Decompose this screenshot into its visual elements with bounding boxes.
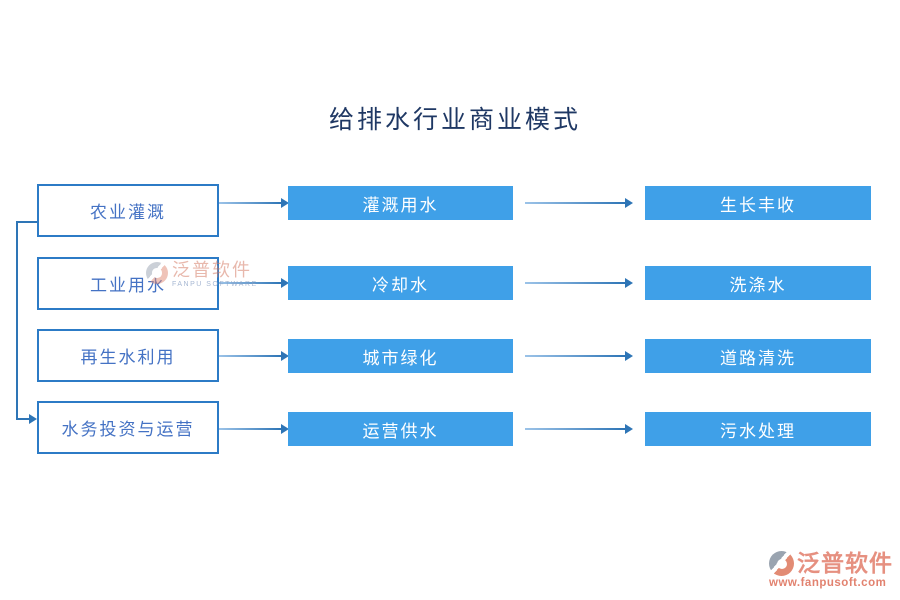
brand-website: www.fanpusoft.com	[769, 577, 887, 589]
arrow-source-to-product	[219, 198, 289, 208]
source-box-label: 工业用水	[90, 276, 166, 295]
product-box-label: 城市绿化	[362, 348, 439, 368]
source-box: 再生水利用	[37, 329, 219, 382]
arrow-source-to-product	[219, 351, 289, 361]
product-box-label: 运营供水	[362, 421, 439, 441]
product-box: 运营供水	[288, 412, 513, 446]
brand-logo: 泛普软件 www.fanpusoft.com	[769, 551, 893, 589]
outcome-box: 道路清洗	[645, 339, 871, 373]
outcome-box-label: 生长丰收	[720, 195, 796, 215]
source-box-label: 水务投资与运营	[61, 420, 195, 439]
fanpu-swirl-icon	[146, 262, 168, 284]
product-box: 城市绿化	[288, 339, 513, 373]
watermark-brand-en: FANPU SOFTWARE	[172, 281, 258, 288]
product-box-label: 灌溉用水	[362, 195, 439, 215]
source-box: 农业灌溉	[37, 184, 219, 237]
product-box-label: 冷却水	[372, 275, 429, 295]
fanpu-swirl-icon	[769, 551, 794, 576]
brand-name: 泛普软件	[797, 550, 893, 576]
watermark-text: 泛普软件 FANPU SOFTWARE	[172, 260, 258, 288]
page-title: 给排水行业商业模式	[328, 107, 581, 134]
arrow-product-to-outcome	[525, 278, 633, 288]
watermark-brand: 泛普软件	[172, 260, 252, 280]
arrow-product-to-outcome	[525, 198, 633, 208]
source-box-label: 再生水利用	[80, 348, 176, 367]
brand-logo-row: 泛普软件	[769, 551, 893, 576]
source-box: 水务投资与运营	[37, 401, 219, 454]
source-box: 工业用水	[37, 257, 219, 310]
product-box: 灌溉用水	[288, 186, 513, 220]
arrow-source-to-product	[219, 278, 289, 288]
outcome-box-label: 污水处理	[720, 421, 796, 441]
feedback-connector-arrowhead	[29, 414, 37, 424]
feedback-connector-top	[16, 221, 37, 223]
outcome-box: 污水处理	[645, 412, 871, 446]
outcome-box-label: 道路清洗	[720, 348, 796, 368]
source-box-label: 农业灌溉	[90, 203, 166, 222]
outcome-box-label: 洗涤水	[729, 275, 787, 295]
arrow-product-to-outcome	[525, 424, 633, 434]
center-watermark: 泛普软件 FANPU SOFTWARE	[146, 260, 258, 288]
outcome-box: 生长丰收	[645, 186, 871, 220]
arrow-product-to-outcome	[525, 351, 633, 361]
feedback-connector-vertical	[16, 221, 18, 420]
feedback-connector-bottom	[16, 418, 29, 420]
arrow-source-to-product	[219, 424, 289, 434]
product-box: 冷却水	[288, 266, 513, 300]
outcome-box: 洗涤水	[645, 266, 871, 300]
